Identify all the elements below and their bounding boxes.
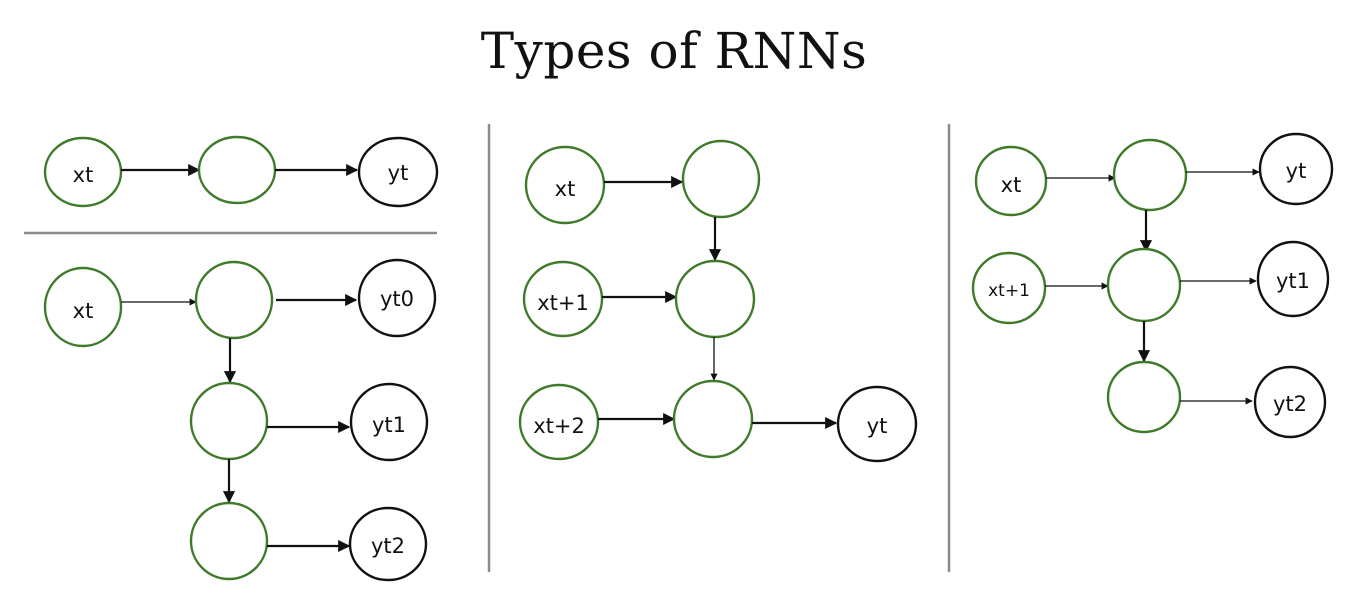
input-node [518,383,600,461]
input-node [43,136,123,208]
output-node [1253,365,1327,439]
hidden-node [194,260,274,340]
output-node [1258,132,1334,206]
output-label: yt2 [1273,392,1307,416]
output-node [836,385,918,463]
output-label: yt2 [371,534,405,558]
output-label: yt1 [1276,269,1310,293]
output-node [1256,240,1330,318]
hidden-node [674,259,756,339]
output-node [357,258,437,338]
input-node [971,251,1047,325]
hidden-node [1106,247,1182,323]
input-label: xt [555,177,576,201]
input-label: xt+1 [988,281,1030,301]
panel-many-to-one: xt xt+1 xt+2 yt [518,139,918,463]
hidden-node [189,381,269,461]
input-node [522,260,604,338]
hidden-node [197,135,277,205]
hidden-node [672,379,754,459]
hidden-node [1112,138,1188,212]
page-title: Types of RNNs [480,22,868,80]
hidden-node [681,139,761,219]
panel-one-to-one: xt yt [43,135,439,208]
output-label: yt [1286,159,1307,183]
input-label: xt [73,163,94,187]
input-label: xt [1001,173,1022,197]
input-label: xt+1 [537,291,589,315]
input-label: xt [73,299,94,323]
output-label: yt [388,161,409,185]
output-label: yt1 [372,413,406,437]
output-node [348,506,428,582]
output-node [349,382,429,462]
hidden-node [1106,360,1182,434]
hidden-node [189,501,269,581]
input-node [43,266,123,348]
input-label: xt+2 [533,414,585,438]
panel-many-to-many: xt yt xt+1 yt1 yt2 [971,132,1334,439]
output-label: yt0 [380,287,414,311]
output-node [357,136,439,208]
output-label: yt [867,414,888,438]
input-node [974,145,1048,217]
panel-one-to-many: xt yt0 yt1 yt2 [43,258,437,582]
input-node [524,145,606,225]
